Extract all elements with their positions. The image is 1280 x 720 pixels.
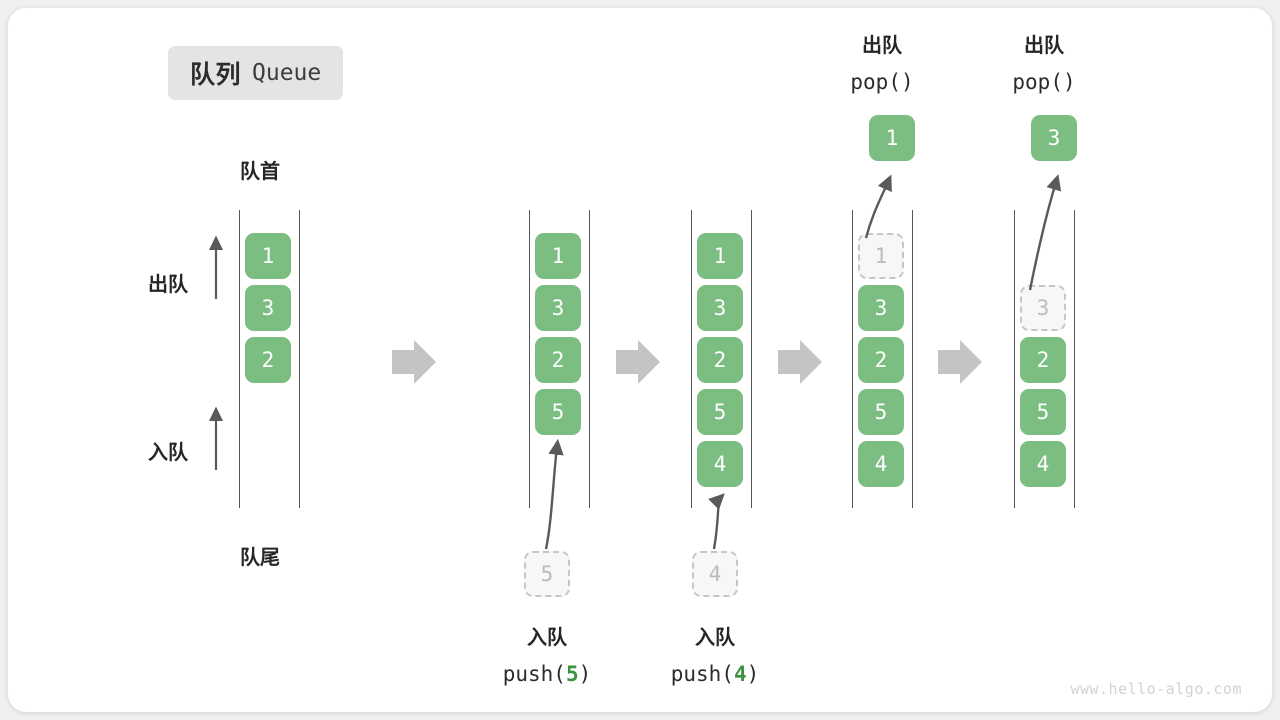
header-code: pop() [1012, 70, 1076, 94]
incoming-value-box: 5 [524, 551, 570, 597]
queue-rail-right-1 [299, 210, 300, 508]
queue-rail-right-5 [1074, 210, 1075, 508]
tail-label: 队尾 [240, 547, 280, 569]
queue-cell: 3 [245, 285, 291, 331]
queue-cell: 1 [858, 233, 904, 279]
head-label: 队首 [240, 161, 280, 183]
queue-rail-left-3 [691, 210, 692, 508]
watermark: www.hello-algo.com [1070, 680, 1242, 698]
caption-chinese: 入队 [695, 627, 735, 649]
title-chinese: 队列 [190, 61, 242, 89]
queue-cell: 3 [697, 285, 743, 331]
caption-code: push(4) [670, 662, 760, 686]
queue-cell: 2 [535, 337, 581, 383]
header-chinese: 出队 [862, 35, 902, 57]
queue-rail-right-3 [751, 210, 752, 508]
queue-cell: 3 [858, 285, 904, 331]
queue-cell: 4 [858, 441, 904, 487]
queue-cell: 2 [245, 337, 291, 383]
queue-cell: 5 [535, 389, 581, 435]
queue-cell: 2 [697, 337, 743, 383]
incoming-value-box: 4 [692, 551, 738, 597]
queue-cell: 5 [697, 389, 743, 435]
queue-cell: 3 [1020, 285, 1066, 331]
queue-rail-right-2 [589, 210, 590, 508]
queue-rail-left-4 [852, 210, 853, 508]
queue-rail-left-5 [1014, 210, 1015, 508]
stage-caption-push-5: 入队 push(5) [447, 620, 647, 692]
caption-chinese: 入队 [527, 627, 567, 649]
queue-cell: 4 [697, 441, 743, 487]
caption-code: push(5) [502, 662, 592, 686]
queue-cell: 1 [697, 233, 743, 279]
queue-rail-right-4 [912, 210, 913, 508]
popped-value-box: 3 [1031, 115, 1077, 161]
stage-header-pop-1: 出队 pop() [782, 28, 982, 100]
queue-cell: 4 [1020, 441, 1066, 487]
queue-cell: 2 [858, 337, 904, 383]
enqueue-label: 入队 [148, 442, 188, 464]
stage-header-pop-3: 出队 pop() [944, 28, 1144, 100]
queue-rail-left-1 [239, 210, 240, 508]
diagram-card [8, 8, 1272, 712]
queue-cell: 5 [1020, 389, 1066, 435]
title-english: Queue [252, 60, 322, 86]
diagram-title: 队列 Queue [168, 46, 344, 100]
queue-rail-left-2 [529, 210, 530, 508]
popped-value-box: 1 [869, 115, 915, 161]
queue-cell: 1 [535, 233, 581, 279]
dequeue-label: 出队 [148, 274, 188, 296]
header-code: pop() [850, 70, 914, 94]
queue-cell: 2 [1020, 337, 1066, 383]
queue-cell: 1 [245, 233, 291, 279]
stage-caption-push-4: 入队 push(4) [615, 620, 815, 692]
header-chinese: 出队 [1024, 35, 1064, 57]
queue-cell: 5 [858, 389, 904, 435]
queue-cell: 3 [535, 285, 581, 331]
